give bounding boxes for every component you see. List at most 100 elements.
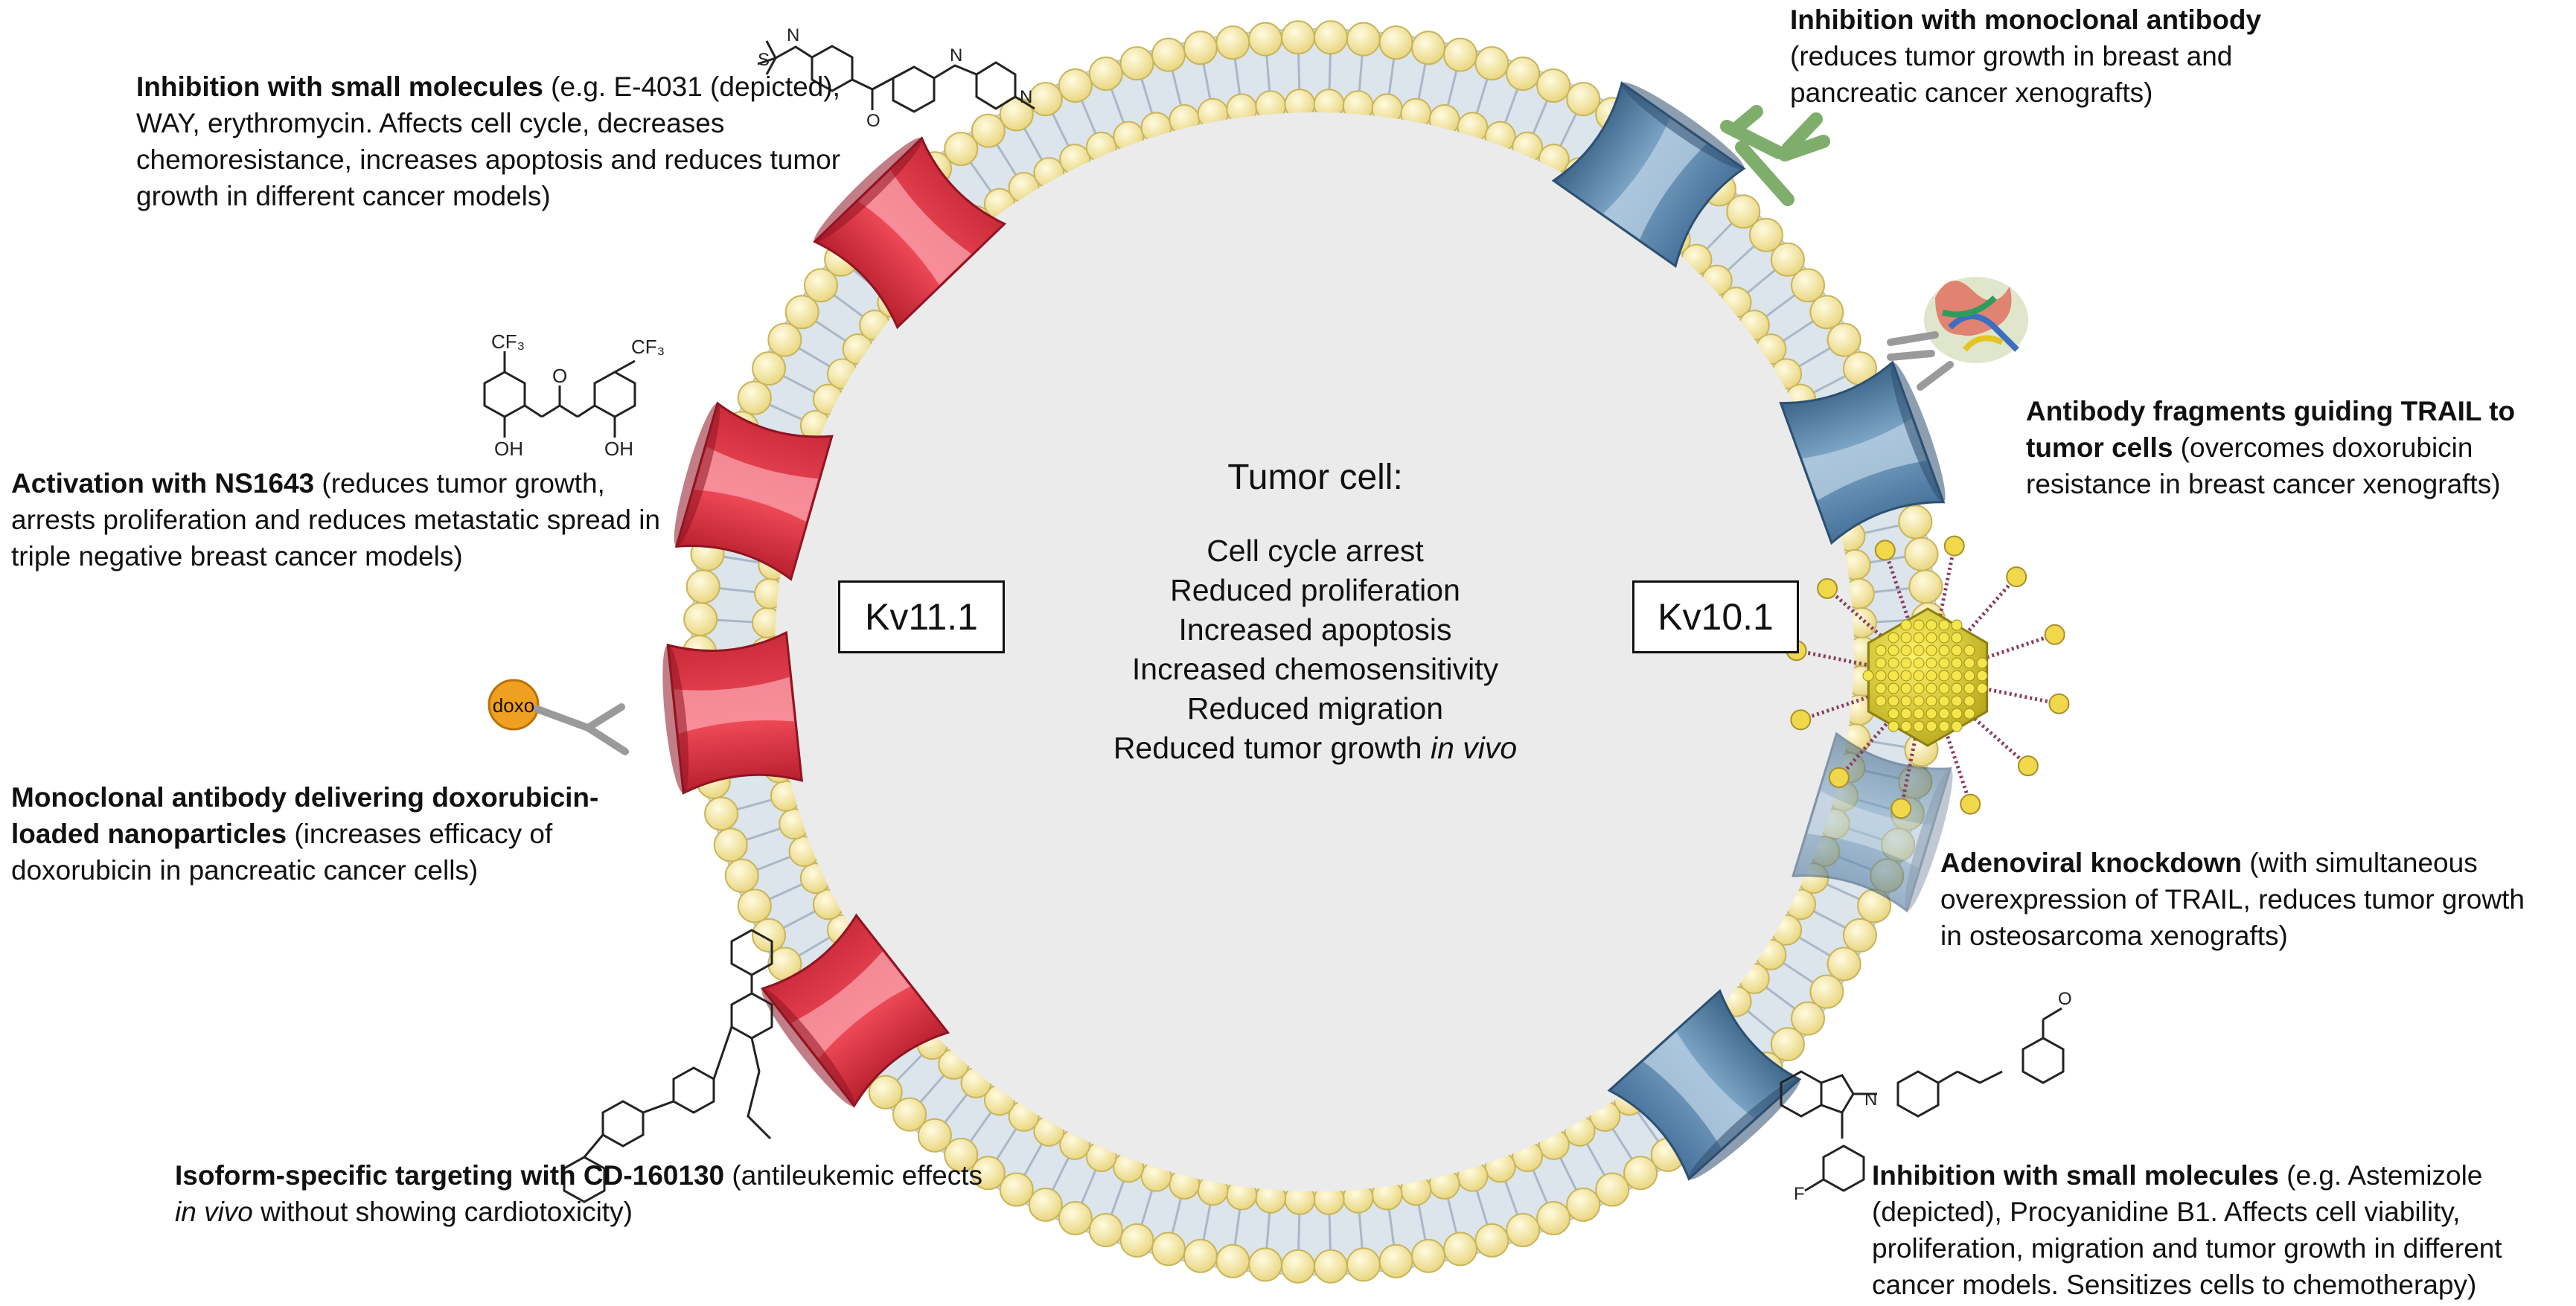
kv10-label: Kv10.1 xyxy=(1658,596,1774,638)
doxo-nanoparticle-icon xyxy=(488,679,629,755)
kv11-small-molecules-annotation: Inhibition with small molecules (e.g. E-… xyxy=(136,68,858,214)
lipid-head xyxy=(944,132,979,167)
lipid-head xyxy=(1726,194,1761,229)
annotation-bold: Isoform-specific targeting with CD-16013… xyxy=(175,1160,725,1191)
lipid-head xyxy=(1904,537,1939,572)
cell-interior xyxy=(775,112,1854,1191)
ns1643-oh-right: OH xyxy=(604,438,633,460)
annotation-text: (overcomes doxorubicin resistance in bre… xyxy=(2026,432,2501,499)
tumor-cell-title: Tumor cell: xyxy=(1227,458,1403,497)
effect-increased-apoptosis: Increased apoptosis xyxy=(1178,612,1452,647)
lipid-head xyxy=(1474,46,1509,81)
annotation-bold: Inhibition with monoclonal antibody xyxy=(1790,4,2262,35)
annotation-text: (antileukemic effects xyxy=(724,1160,982,1191)
lipid-head xyxy=(1809,974,1844,1009)
lipid-head xyxy=(767,322,802,357)
lipid-head xyxy=(1826,947,1861,982)
kv11-antibody-doxo-annotation: Monoclonal antibody delivering doxorubic… xyxy=(11,779,666,889)
lipid-head xyxy=(803,268,838,303)
lipid-head xyxy=(737,380,772,415)
cell-membrane xyxy=(683,20,1946,1284)
kv11-channel-top xyxy=(812,136,1007,330)
kv10-channel-top xyxy=(1551,81,1746,268)
annotation-text: (reduces tumor growth in breast and panc… xyxy=(1790,41,2233,108)
effect-tumor-growth-text: Reduced tumor growth xyxy=(1113,731,1431,765)
e4031-o-label: O xyxy=(866,111,880,131)
effect-in-vivo-italic: in vivo xyxy=(1430,731,1518,765)
annotation-bold: Inhibition with small molecules xyxy=(136,71,543,102)
ns1643-o-label: O xyxy=(552,365,567,387)
cd160130-structure-icon xyxy=(563,929,773,1203)
lipid-head xyxy=(1058,68,1093,103)
lipid-head xyxy=(784,295,819,330)
lipid-head xyxy=(1809,295,1844,330)
annotation-bold: Antibody fragments guiding TRAIL to tumo… xyxy=(2026,396,2516,463)
lipid-head xyxy=(1411,31,1446,65)
lipid-head xyxy=(1028,82,1063,117)
lipid-head xyxy=(752,351,787,386)
kv11-cd160130-annotation: Isoform-specific targeting with CD-16013… xyxy=(175,1157,994,1230)
lipid-head xyxy=(1506,1213,1541,1248)
lipid-head xyxy=(917,1118,952,1153)
annotation-text-end: without showing cardiotoxicity) xyxy=(252,1197,633,1227)
lipid-head xyxy=(1151,37,1186,72)
lipid-head xyxy=(892,1097,927,1132)
lipid-head xyxy=(683,602,718,637)
lipid-head xyxy=(1443,1232,1478,1267)
lipid-head xyxy=(1623,1156,1658,1191)
lipid-head xyxy=(1506,56,1541,91)
astemizole-f-label: F xyxy=(1794,1184,1805,1204)
annotation-text: (reduces tumor growth, arrests prolifera… xyxy=(11,468,660,572)
lipid-head xyxy=(1566,1187,1601,1222)
lipid-head xyxy=(1791,1001,1826,1036)
adenovirus-icon xyxy=(1786,535,2070,819)
e4031-s-label: S xyxy=(758,50,770,70)
lipid-head xyxy=(1183,1238,1218,1273)
lipid-head xyxy=(713,828,748,862)
annotation-text: (e.g. E-4031 (depicted), WAY, erythromyc… xyxy=(136,71,841,211)
annotation-text: (with simultaneous overexpression of TRA… xyxy=(1940,848,2525,951)
kv10-trail-fragments-annotation: Antibody fragments guiding TRAIL to tumo… xyxy=(2026,393,2568,502)
lipid-head xyxy=(704,796,739,831)
lipid-head xyxy=(1908,569,1943,604)
e4031-n-label: N xyxy=(787,25,799,45)
lipid-head xyxy=(1346,22,1381,57)
annotation-text: (increases efficacy of doxorubicin in pa… xyxy=(11,819,553,886)
astemizole-n-label: N xyxy=(1864,1089,1877,1110)
effect-cell-cycle-arrest: Cell cycle arrest xyxy=(1206,534,1424,568)
annotation-text: (e.g. Astemizole (depicted), Procyanidin… xyxy=(1872,1160,2502,1300)
effect-reduced-proliferation: Reduced proliferation xyxy=(1170,573,1460,607)
kv10-channel-bottom xyxy=(1607,988,1802,1181)
effect-reduced-tumor-growth: Reduced tumor growth in vivo xyxy=(1042,729,1588,768)
annotation-bold: Adenoviral knockdown xyxy=(1940,848,2243,878)
ns1643-cf3-left: CF₃ xyxy=(491,330,525,353)
lipid-head xyxy=(1826,322,1861,357)
kv11-channel-upper xyxy=(674,401,834,581)
trail-protein-icon xyxy=(1887,277,2028,391)
lipid-head xyxy=(1770,242,1805,277)
lipid-head xyxy=(971,1156,1006,1191)
kv11-label-box: Kv11.1 xyxy=(838,580,1005,653)
doxo-label: doxo xyxy=(493,694,534,717)
lipid-head xyxy=(1183,31,1218,65)
lipid-head xyxy=(1536,1201,1571,1236)
lipid-head xyxy=(868,1075,903,1110)
lipid-head xyxy=(1378,1243,1413,1278)
lipid-head xyxy=(1595,1172,1630,1207)
lipid-head xyxy=(1346,1247,1381,1282)
lipid-head xyxy=(1088,1213,1123,1248)
lipid-head xyxy=(1248,1247,1283,1282)
lipid-head xyxy=(1248,22,1283,57)
annotation-bold: Monoclonal antibody delivering doxorubic… xyxy=(11,782,599,849)
astemizole-structure-icon xyxy=(1780,1007,2065,1192)
lipid-head xyxy=(1748,217,1783,252)
lipid-head xyxy=(1215,1243,1250,1278)
lipid-head xyxy=(1842,918,1877,953)
lipid-head xyxy=(1898,505,1933,540)
kv10-monoclonal-annotation: Inhibition with monoclonal antibody (red… xyxy=(1790,1,2326,111)
annotation-bold: Inhibition with small molecules xyxy=(1872,1160,2279,1191)
lipid-head xyxy=(1215,25,1250,60)
ns1643-structure-icon xyxy=(483,351,636,438)
lipid-head xyxy=(1474,1223,1509,1258)
